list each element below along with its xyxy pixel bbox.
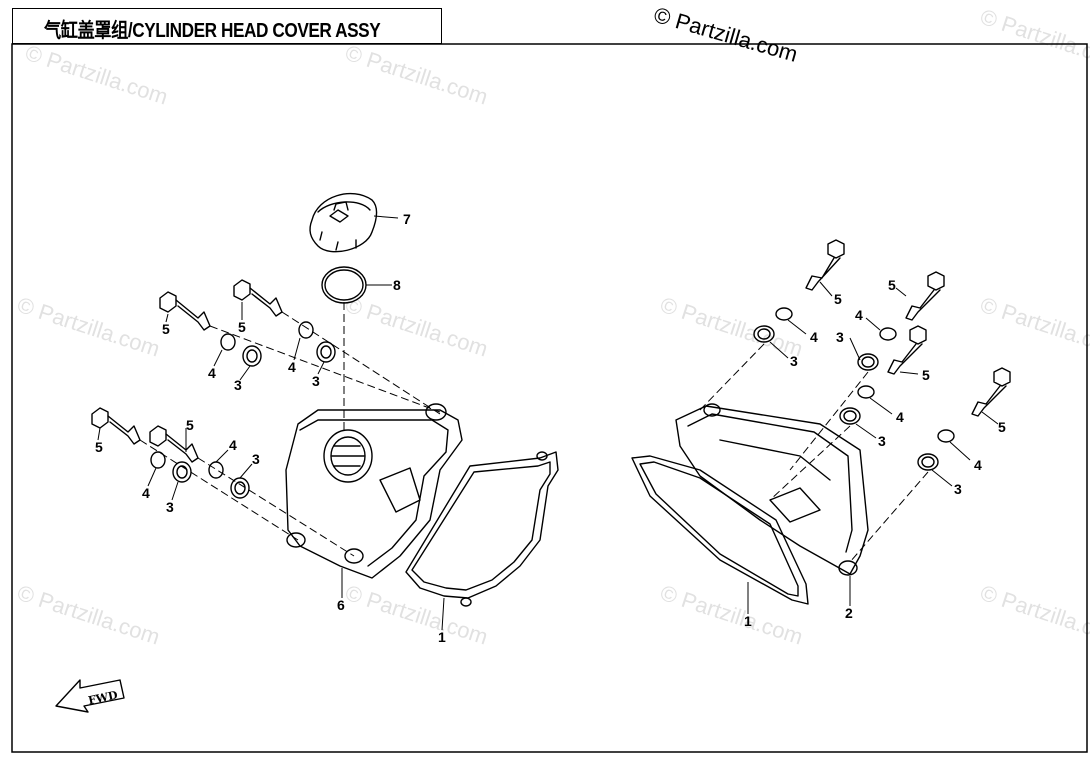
callout-right-washer: 4 xyxy=(974,457,982,473)
fwd-arrow: FWD xyxy=(55,679,125,713)
callout-right-bolt: 5 xyxy=(834,291,842,307)
drawing-frame xyxy=(11,43,1088,753)
callout-left-grommet: 3 xyxy=(166,499,174,515)
callout-left-gasket: 1 xyxy=(438,629,446,645)
left-head-cover xyxy=(285,403,463,579)
right-grommet xyxy=(753,325,775,343)
right-washer xyxy=(775,307,793,321)
callout-left-washer: 4 xyxy=(229,437,237,453)
callout-right-bolt: 5 xyxy=(998,419,1006,435)
left-bolt-upper-b xyxy=(233,279,283,317)
oil-filler-cap xyxy=(309,192,378,253)
callout-left-grommet: 3 xyxy=(234,377,242,393)
left-washer xyxy=(298,321,314,339)
callout-right-washer: 4 xyxy=(810,329,818,345)
right-bolt xyxy=(971,367,1011,417)
callout-left-cover: 6 xyxy=(337,597,345,613)
right-head-cover xyxy=(675,403,869,576)
callout-left-bolt: 5 xyxy=(162,321,170,337)
callout-oil-cap: 7 xyxy=(403,211,411,227)
left-grommet xyxy=(172,461,192,483)
left-gasket xyxy=(405,451,559,607)
right-grommet xyxy=(839,407,861,425)
right-washer xyxy=(857,385,875,399)
callout-right-grommet: 3 xyxy=(790,353,798,369)
callout-right-bolt: 5 xyxy=(888,277,896,293)
callout-o-ring: 8 xyxy=(393,277,401,293)
right-washer xyxy=(937,429,955,443)
left-washer xyxy=(208,461,224,479)
callout-left-bolt: 5 xyxy=(95,439,103,455)
title-box xyxy=(12,8,442,44)
callout-left-washer: 4 xyxy=(142,485,150,501)
assembly-lines xyxy=(139,302,929,563)
callout-left-grommet: 3 xyxy=(252,451,260,467)
fwd-label: FWD xyxy=(87,688,119,707)
callout-left-grommet: 3 xyxy=(312,373,320,389)
right-gasket xyxy=(631,455,809,605)
callout-left-washer: 4 xyxy=(208,365,216,381)
o-ring-inner xyxy=(324,269,364,301)
left-grommet xyxy=(242,345,262,367)
right-grommet xyxy=(857,353,879,371)
callout-left-bolt: 5 xyxy=(238,319,246,335)
callout-right-gasket: 1 xyxy=(744,613,752,629)
callout-right-grommet: 3 xyxy=(836,329,844,345)
callout-right-grommet: 3 xyxy=(954,481,962,497)
right-bolt xyxy=(905,271,945,321)
left-grommet xyxy=(316,341,336,363)
left-washer xyxy=(220,333,236,351)
page-title: 气缸盖罩组/CYLINDER HEAD COVER ASSY xyxy=(44,20,381,42)
callout-right-washer: 4 xyxy=(855,307,863,323)
right-bolt xyxy=(887,325,927,375)
callout-right-bolt: 5 xyxy=(922,367,930,383)
right-grommet xyxy=(917,453,939,471)
callout-left-bolt: 5 xyxy=(186,417,194,433)
callout-right-grommet: 3 xyxy=(878,433,886,449)
leader-lines xyxy=(97,215,999,631)
callout-right-cover: 2 xyxy=(845,605,853,621)
right-bolt xyxy=(805,239,845,291)
callout-right-washer: 4 xyxy=(896,409,904,425)
callout-left-washer: 4 xyxy=(288,359,296,375)
left-washer xyxy=(150,451,166,469)
right-washer xyxy=(879,327,897,341)
o-ring xyxy=(321,266,367,304)
